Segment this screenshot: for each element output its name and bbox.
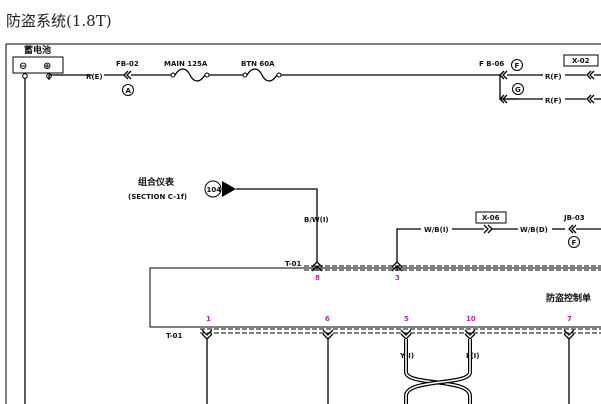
battery-box (12, 56, 64, 74)
junction-jb03-label: JB-03 (563, 214, 585, 222)
main-feed: R(E) FB-02 A MAIN 125A BTN 60A (49, 60, 500, 96)
immobilizer-control-unit: 防盗控制单 (149, 267, 601, 328)
pin-7-connector-icon (563, 329, 575, 340)
connector-x02-top-icon (586, 70, 595, 80)
pin-5-label: 5 (404, 315, 409, 323)
twisted-pair: Y(I) L(I) (399, 339, 479, 404)
connector-x06-icon (483, 224, 493, 234)
cluster-ref-label: 104 (207, 186, 222, 194)
pin-1-label: 1 (206, 315, 211, 323)
pin-6-connector-icon (322, 329, 334, 340)
connector-fb02-icon (123, 70, 132, 80)
fuse-btn-label: BTN 60A (241, 60, 275, 68)
connector-x02-bottom-icon (586, 94, 595, 104)
connector-t01-upper-label: T-01 (285, 260, 302, 268)
pin-5-connector-icon (400, 329, 412, 340)
wire-label-r-f-top: R(F) (545, 73, 562, 81)
pin-3-connector-icon (391, 261, 403, 272)
page-title: 防盗系统(1.8T) (6, 12, 112, 30)
cluster-ref-circle (204, 180, 222, 198)
wire-label-r-e: R(E) (86, 73, 103, 81)
diagram-frame (5, 43, 601, 404)
connector-x02-label: X-02 (572, 57, 590, 65)
wire-label-r-f-bottom: R(F) (545, 97, 562, 105)
cluster-section-label: (SECTION C-1f) (128, 193, 187, 201)
pin-7-label: 7 (567, 315, 572, 323)
instrument-cluster: 组合仪表 (SECTION C-1f) 104 B/W(I) (128, 176, 329, 263)
connector-x06-box (475, 211, 507, 224)
pin-10-label: 10 (466, 315, 476, 323)
wire-label-bw-i: B/W(I) (304, 216, 329, 224)
pin-1-connector-icon (201, 329, 213, 340)
fuse-fb06-label: F B-06 (479, 60, 504, 68)
node-a (122, 84, 134, 96)
cluster-label: 组合仪表 (138, 176, 175, 188)
battery: 蓄电池 ⊖ ⊕ (12, 44, 64, 404)
connector-fb06-top-icon (499, 70, 508, 80)
fuse-btn-icon (246, 68, 278, 82)
connector-t01-upper: T-01 8 3 (285, 260, 601, 282)
connector-x06-label: X-06 (482, 214, 500, 222)
connector-jb03-icon (568, 224, 577, 234)
cluster-wire (236, 188, 318, 263)
pin-8-connector-icon (311, 261, 323, 272)
control-unit-label: 防盗控制单 (546, 292, 591, 304)
fuse-fb02-label: FB-02 (116, 60, 139, 68)
battery-pos-icon: ⊕ (43, 61, 51, 72)
wire-label-wb-i: W/B(I) (424, 226, 449, 234)
fuse-main-icon (174, 68, 206, 82)
control-unit-frame (149, 267, 601, 328)
pin-10-connector-icon (464, 329, 476, 340)
connector-t01-lower-label: T-01 (166, 332, 183, 340)
node-a-label: A (126, 87, 132, 95)
connector-fb06-bottom-icon (499, 94, 508, 104)
battery-label: 蓄电池 (24, 44, 51, 56)
wb-wire: W/B(I) X-06 W/B(D) JB-03 F (396, 211, 601, 263)
connector-x02-box (563, 54, 599, 67)
pin-3-label: 3 (395, 274, 400, 282)
fb06-junction: F B-06 F G R(F) R(F) X-02 (479, 54, 601, 105)
connector-t01-lower: 1 6 5 10 7 T-01 (166, 315, 601, 404)
wire-label-wb-d: W/B(D) (520, 226, 548, 234)
battery-neg-terminal (22, 73, 28, 79)
node-f-jb-label: F (572, 239, 577, 247)
node-f-top-label: F (515, 62, 520, 70)
node-g-label: G (515, 86, 521, 94)
cluster-arrow-icon (222, 181, 236, 197)
pin-8-label: 8 (315, 274, 320, 282)
pin-6-label: 6 (325, 315, 330, 323)
battery-neg-icon: ⊖ (19, 61, 27, 72)
fuse-main-label: MAIN 125A (164, 60, 208, 68)
wire-label-l-i: L(I) (466, 352, 479, 360)
